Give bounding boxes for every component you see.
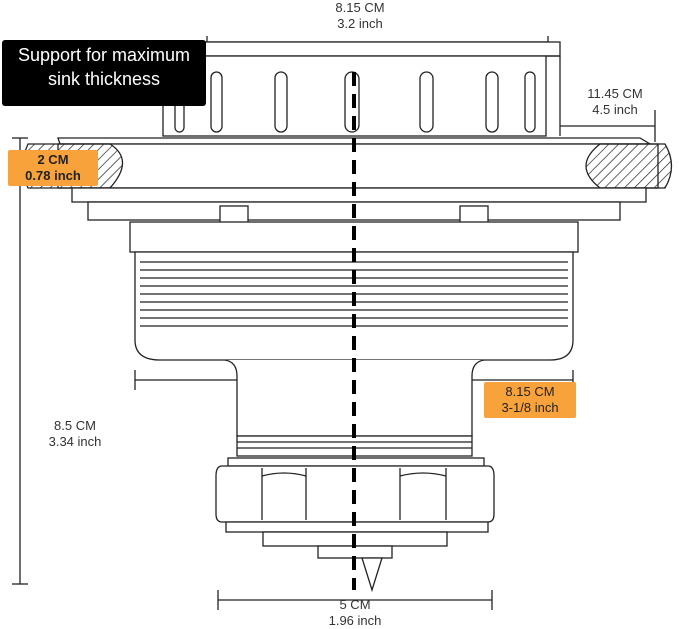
strainer-basket xyxy=(162,41,561,137)
bottom-width-dimension-line xyxy=(217,590,493,610)
body-width-inch: 3-1/8 inch xyxy=(501,400,559,415)
callout-line-1: Support for maximum xyxy=(17,45,191,65)
body-width-cm: 8.15 CM xyxy=(505,384,555,399)
overall-width-dimension-line xyxy=(560,110,656,142)
callout-line-2: sink thickness xyxy=(47,69,161,89)
overall-width-inch: 4.5 inch xyxy=(592,102,638,117)
body-width-badge: 8.15 CM 3-1/8 inch xyxy=(484,382,576,418)
sink-section-right xyxy=(585,143,673,189)
top-width-inch: 3.2 inch xyxy=(337,16,383,31)
height-cm: 8.5 CM xyxy=(54,418,96,433)
sink-thickness-cm: 2 CM xyxy=(37,152,69,167)
overall-width-cm: 11.45 CM xyxy=(587,86,643,101)
height-dimension-line xyxy=(12,137,28,585)
height-inch: 3.34 inch xyxy=(48,434,102,449)
sink-thickness-badge: 2 CM 0.78 inch xyxy=(8,150,98,186)
bottom-width-label: 5 CM 1.96 inch xyxy=(305,597,405,629)
bottom-width-inch: 1.96 inch xyxy=(328,613,382,628)
top-width-cm: 8.15 CM xyxy=(335,0,385,15)
bottom-width-cm: 5 CM xyxy=(339,597,371,612)
overall-width-label: 11.45 CM 4.5 inch xyxy=(560,86,670,118)
top-width-label: 8.15 CM 3.2 inch xyxy=(300,0,420,32)
sink-thickness-inch: 0.78 inch xyxy=(25,168,81,183)
height-label: 8.5 CM 3.34 inch xyxy=(30,418,120,450)
sink-flange xyxy=(57,137,659,189)
sink-thickness-callout: Support for maximum sink thickness xyxy=(2,40,206,106)
